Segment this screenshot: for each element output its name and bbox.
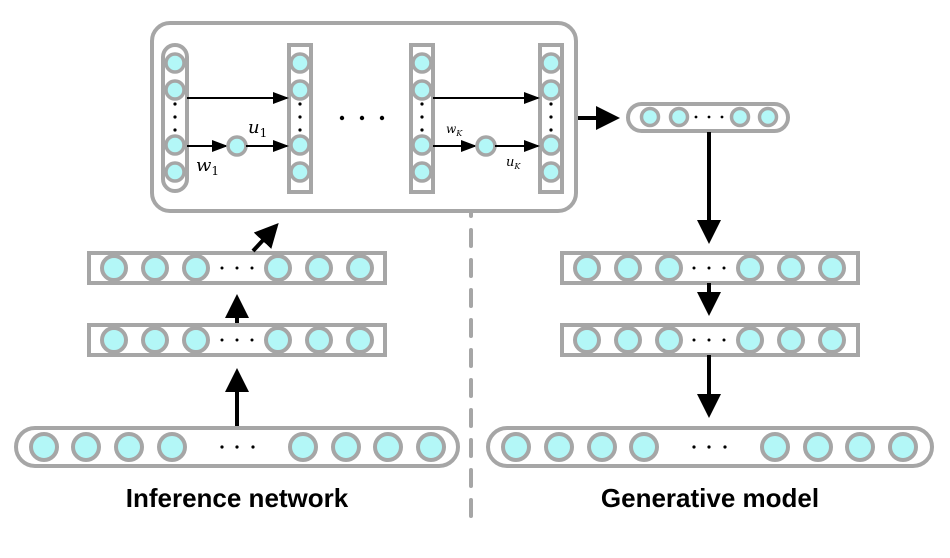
node	[164, 79, 186, 101]
node	[629, 432, 659, 462]
node	[416, 432, 446, 462]
node	[289, 134, 311, 156]
flow-layer-k-minus-1	[409, 43, 435, 194]
node	[100, 326, 128, 354]
node	[736, 326, 764, 354]
node	[264, 326, 292, 354]
node	[777, 326, 805, 354]
caption-generative-model: Generative model	[601, 483, 819, 513]
inference-hidden-layer-1	[87, 323, 387, 357]
node	[760, 432, 790, 462]
node	[573, 254, 601, 282]
node	[501, 432, 531, 462]
node	[264, 254, 292, 282]
node	[818, 254, 846, 282]
node	[114, 432, 144, 462]
node	[736, 254, 764, 282]
node	[655, 326, 683, 354]
node	[614, 326, 642, 354]
node	[668, 106, 690, 128]
node	[540, 134, 562, 156]
node	[164, 52, 186, 74]
node	[540, 161, 562, 183]
node	[289, 161, 311, 183]
node	[655, 254, 683, 282]
node	[544, 432, 574, 462]
node	[29, 432, 59, 462]
label-u1: u1	[248, 117, 267, 140]
node	[289, 79, 311, 101]
generative-output-layer	[486, 426, 934, 468]
node	[288, 432, 318, 462]
node	[141, 326, 169, 354]
node	[289, 52, 311, 74]
node	[305, 326, 333, 354]
node	[411, 52, 433, 74]
label-w1: w1	[196, 155, 219, 178]
node	[411, 161, 433, 183]
node	[71, 432, 101, 462]
node	[845, 432, 875, 462]
flow-layer-k	[538, 43, 564, 194]
normalizing-flow-block: w1 u1 wK uK	[150, 21, 578, 213]
node	[182, 254, 210, 282]
flow-container	[150, 21, 578, 213]
node	[411, 79, 433, 101]
flow-layer-0	[161, 43, 189, 193]
node	[540, 79, 562, 101]
node	[305, 254, 333, 282]
inference-input-layer	[14, 426, 460, 468]
label-uK: uK	[506, 155, 521, 171]
caption-inference-network: Inference network	[126, 483, 349, 513]
inference-network: Inference network	[14, 223, 460, 513]
node	[411, 134, 433, 156]
node	[157, 432, 187, 462]
node	[639, 106, 661, 128]
node	[373, 432, 403, 462]
node	[141, 254, 169, 282]
flow-hidden-unit-1	[226, 135, 248, 157]
latent-layer	[626, 102, 790, 133]
node	[182, 326, 210, 354]
node	[100, 254, 128, 282]
flow-layer-1	[287, 43, 313, 194]
node	[346, 326, 374, 354]
node	[164, 134, 186, 156]
node	[540, 52, 562, 74]
flow-hidden-unit-k	[475, 135, 497, 157]
generative-hidden-layer-2	[560, 323, 860, 357]
node	[888, 432, 918, 462]
label-wK: wK	[446, 122, 463, 138]
arrow-hidden2-to-flow	[251, 223, 279, 253]
node	[573, 326, 601, 354]
inference-hidden-layer-2	[87, 251, 387, 285]
node	[164, 161, 186, 183]
node	[614, 254, 642, 282]
node	[729, 106, 751, 128]
node	[818, 326, 846, 354]
node	[587, 432, 617, 462]
generative-hidden-layer-1	[560, 251, 860, 285]
node	[757, 106, 779, 128]
flow-ellipsis	[339, 115, 385, 121]
node	[331, 432, 361, 462]
node	[777, 254, 805, 282]
node	[803, 432, 833, 462]
generative-model: Generative model	[486, 132, 934, 513]
node	[346, 254, 374, 282]
